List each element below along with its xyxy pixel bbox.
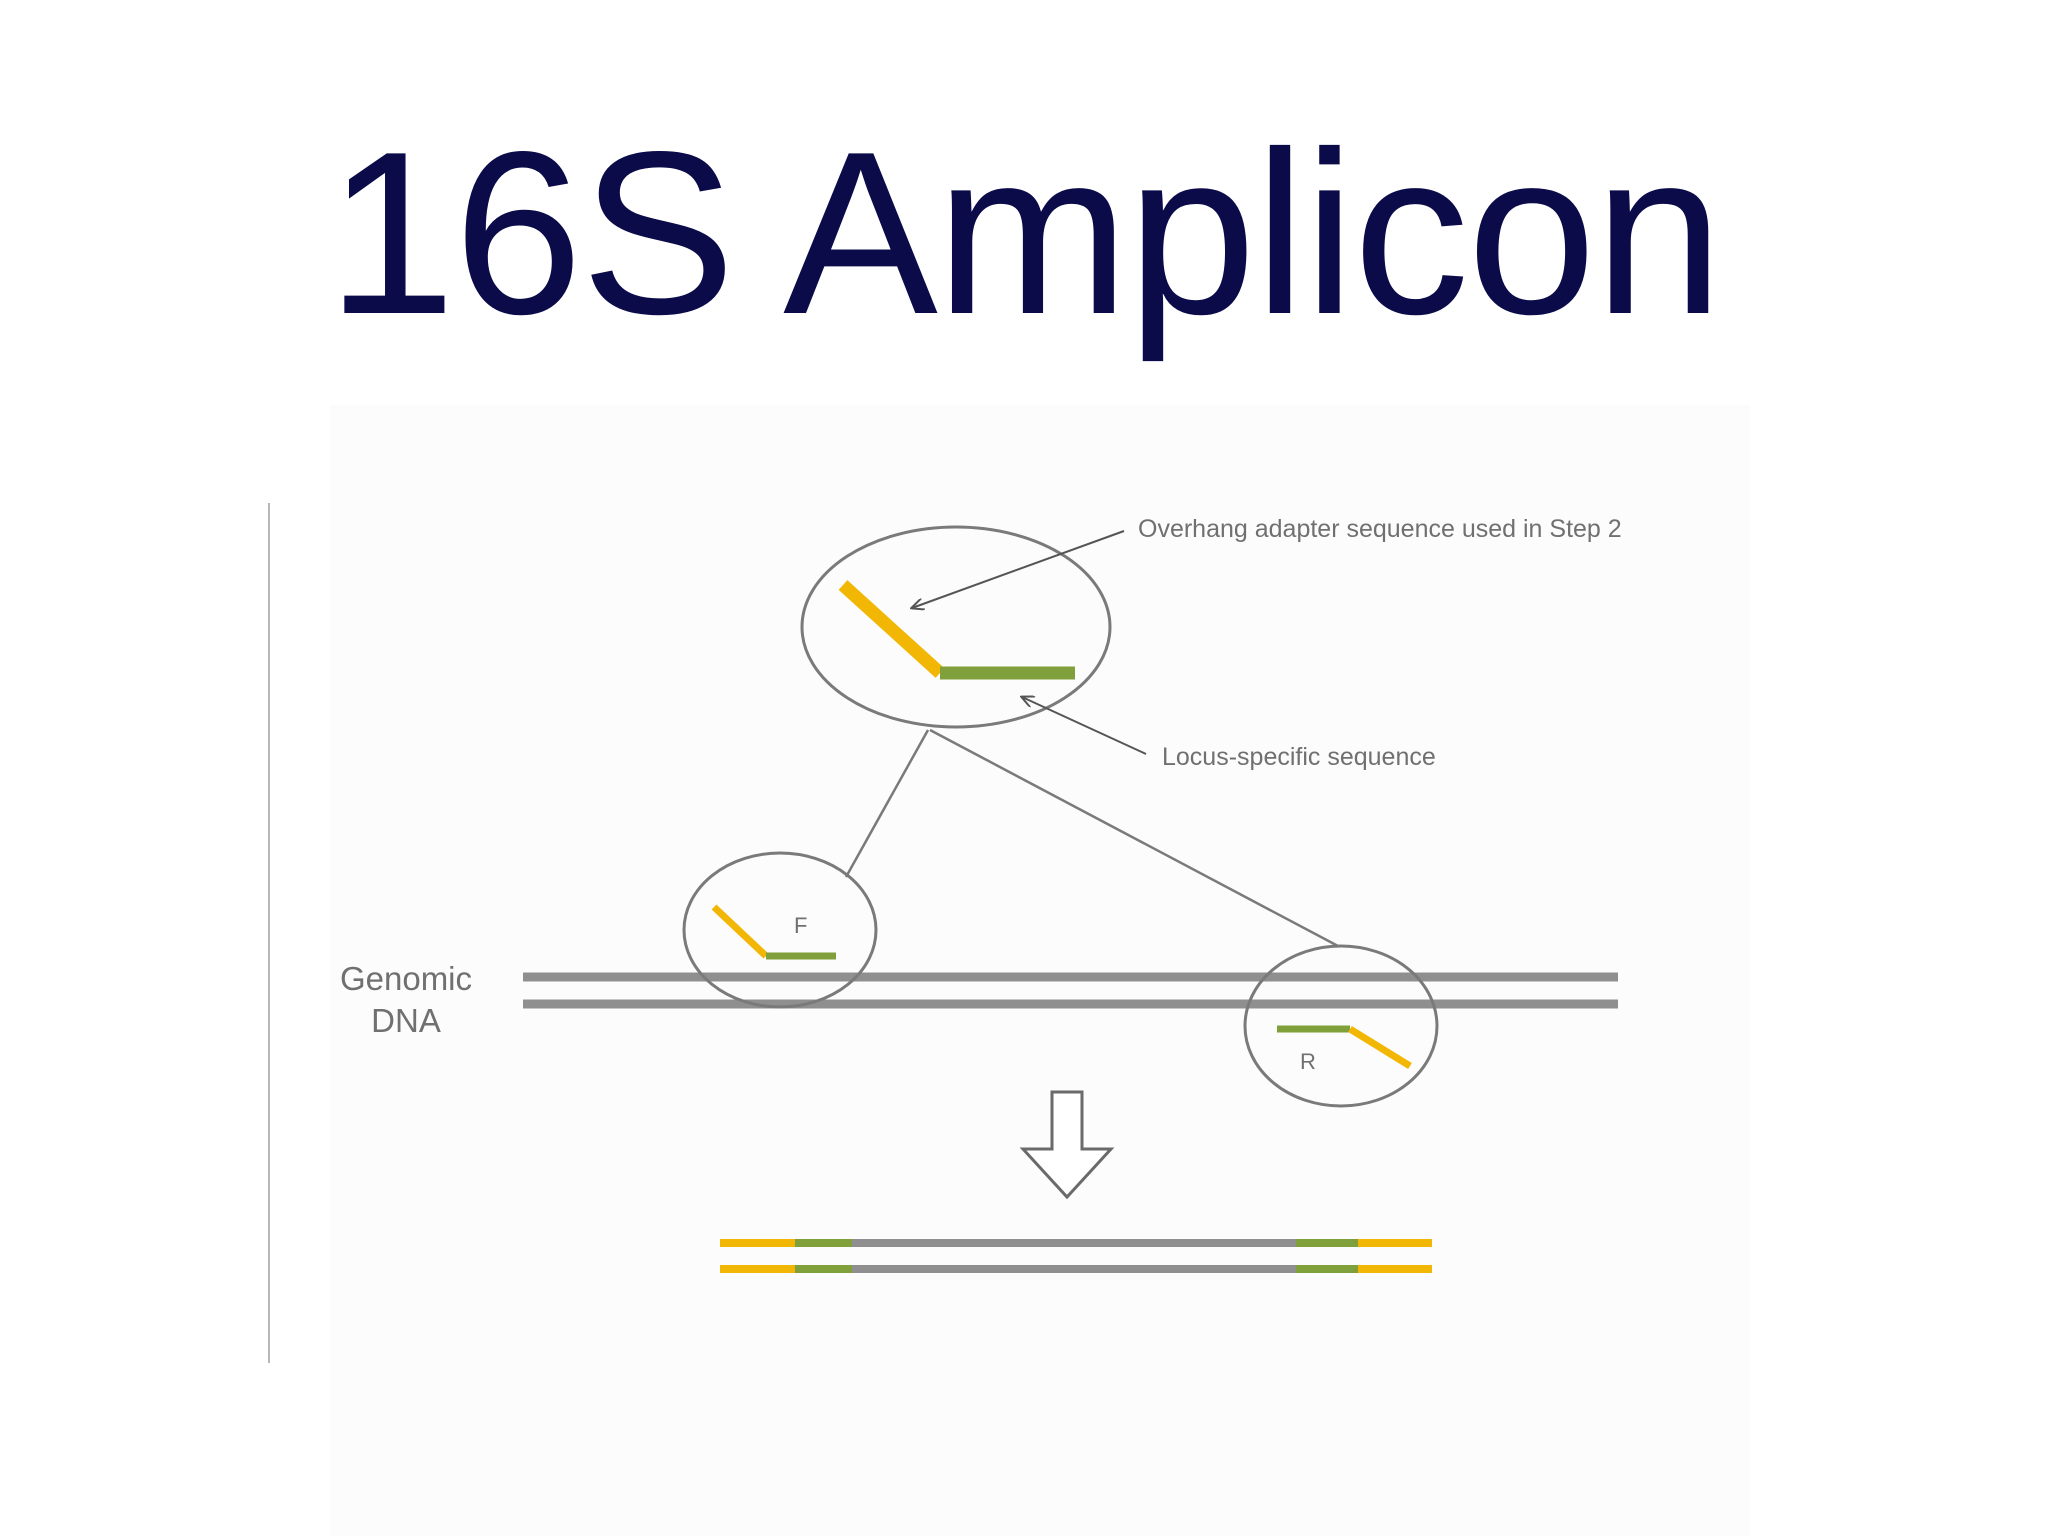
genomic-dna-label-line2: DNA — [371, 1002, 441, 1039]
connector-left — [844, 729, 930, 878]
locus-pointer — [1022, 697, 1147, 755]
zoom-adapter-segment — [838, 580, 945, 678]
genomic-dna-label-line1: Genomic — [340, 960, 472, 997]
connector-right — [929, 728, 1339, 948]
reverse-adapter-segment — [1348, 1026, 1412, 1069]
zoom-primer-ellipse — [800, 525, 1112, 729]
vertical-divider — [268, 503, 270, 1363]
locus-label: Locus-specific sequence — [1162, 743, 1436, 771]
reverse-primer-label: R — [1300, 1049, 1316, 1074]
forward-primer-ellipse — [682, 851, 878, 1009]
overhang-pointer — [912, 530, 1125, 608]
overhang-label: Overhang adapter sequence used in Step 2 — [1138, 515, 1622, 543]
down-arrow-icon — [1019, 1090, 1115, 1200]
reverse-primer-ellipse — [1243, 944, 1439, 1108]
forward-adapter-segment — [711, 904, 769, 959]
slide-title: 16S Amplicon — [326, 104, 1724, 363]
forward-primer-label: F — [794, 913, 807, 938]
figure-panel — [330, 405, 1750, 1536]
